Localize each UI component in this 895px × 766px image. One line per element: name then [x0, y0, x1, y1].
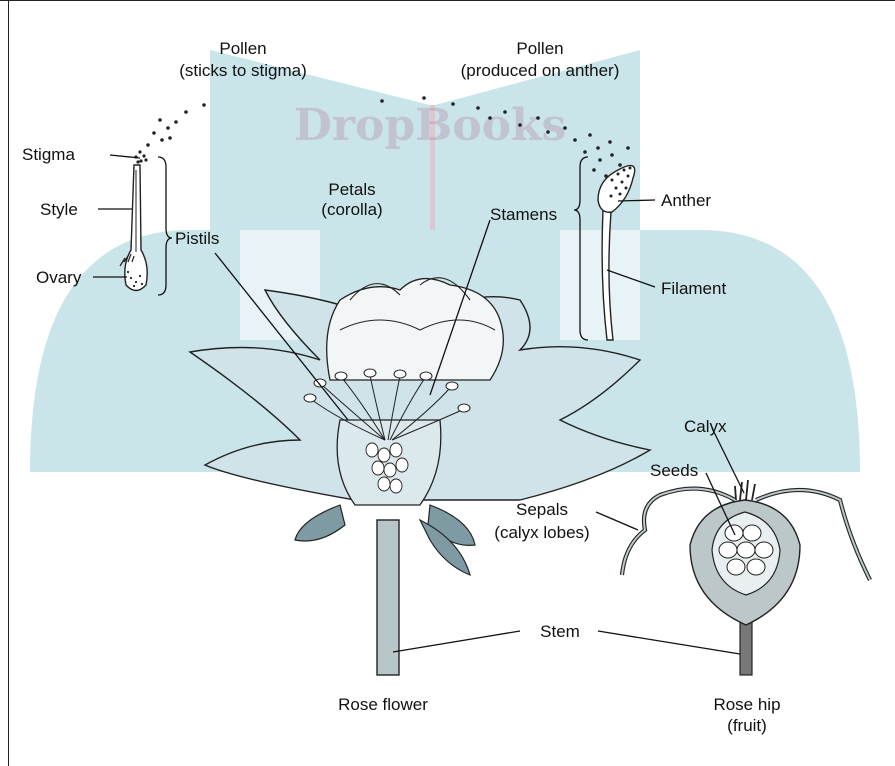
label-ovary: Ovary — [36, 268, 82, 287]
watermark-arch-window-right — [560, 230, 640, 340]
hip-stem — [740, 620, 752, 675]
label-rose-hip-note: (fruit) — [727, 716, 767, 735]
label-pollen-left: Pollen — [219, 39, 266, 58]
rose-hip-illustration — [622, 480, 870, 675]
label-rose-flower: Rose flower — [338, 695, 428, 714]
label-filament: Filament — [661, 279, 726, 298]
label-anther: Anther — [661, 191, 711, 210]
label-pollen-right-note: (produced on anther) — [461, 61, 620, 80]
label-stigma: Stigma — [22, 145, 75, 164]
label-pistils: Pistils — [175, 229, 219, 248]
watermark-text: DropBooks — [294, 100, 567, 151]
label-calyx: Calyx — [684, 417, 727, 436]
label-stamens: Stamens — [490, 205, 557, 224]
label-stem: Stem — [540, 622, 580, 641]
label-pollen-right: Pollen — [516, 39, 563, 58]
label-seeds: Seeds — [650, 461, 698, 480]
label-rose-hip: Rose hip — [713, 695, 780, 714]
label-sepals: Sepals — [516, 500, 568, 519]
label-pollen-left-note: (sticks to stigma) — [179, 61, 307, 80]
label-style: Style — [40, 200, 78, 219]
label-petals: Petals — [328, 180, 375, 199]
label-sepals-note: (calyx lobes) — [494, 523, 589, 542]
label-petals-note: (corolla) — [321, 200, 382, 219]
